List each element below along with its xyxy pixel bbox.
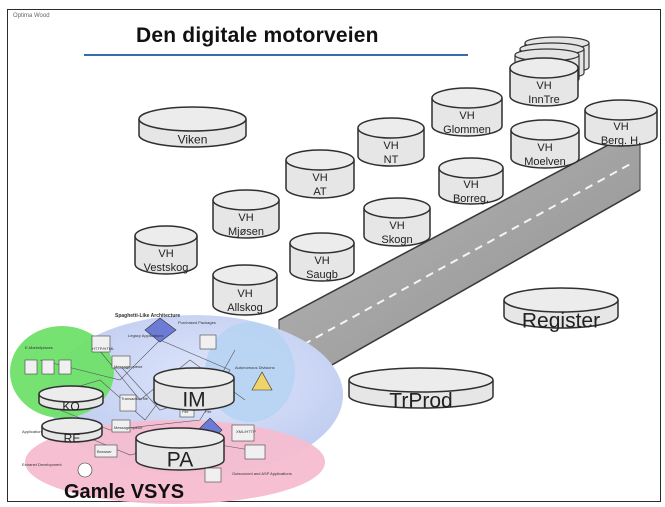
cylinder-vh-allskog: VH Allskog <box>212 264 278 316</box>
cylinder-trprod: TrProd <box>348 367 494 413</box>
cylinder-label: KO <box>62 399 79 413</box>
small-label: Message queue <box>114 425 143 430</box>
cylinder-label: VH <box>613 121 628 133</box>
small-label: E-Marketplaces <box>25 345 53 350</box>
cylinder-label: VH <box>389 220 404 232</box>
cylinder-label: Mjøsen <box>228 226 264 238</box>
cylinder-label: AT <box>313 186 327 198</box>
small-label: HTTP/HTML <box>92 346 115 351</box>
cylinder-register: Register <box>503 287 619 333</box>
small-label: XML/HTTP <box>236 429 256 434</box>
cylinder-label: Glommen <box>443 124 491 136</box>
cylinder-pa: PA <box>135 427 225 472</box>
cylinder-vh-vestskog: VH Vestskog <box>134 225 198 275</box>
cylinder-vh-borreg: VH Borreg. <box>438 157 504 205</box>
cylinder-label: VH <box>537 142 552 154</box>
cylinder-label: TrProd <box>389 390 452 413</box>
cylinder-label: VH <box>459 110 474 122</box>
cylinder-label: Moelven <box>524 156 566 168</box>
cylinder-label: RE <box>64 431 81 445</box>
cylinder-label: VH <box>237 288 252 300</box>
cylinder-label: VH <box>314 255 329 267</box>
corner-label: Optima Wood <box>13 13 50 19</box>
cylinder-vh-at: VH AT <box>285 149 355 199</box>
small-label: Transaction file <box>121 396 149 401</box>
cylinder-vh-skogn: VH Skogn <box>363 197 431 247</box>
cylinder-label: Saugb <box>306 269 338 281</box>
cylinder-label: PA <box>167 449 193 472</box>
cylinder-ko: KO <box>38 385 104 413</box>
cylinder-vh-saugb: VH Saugb <box>289 232 355 282</box>
cylinder-label: NT <box>384 154 399 166</box>
architecture-title: Spaghetti-Like Architecture <box>115 313 180 319</box>
cylinder-label: VH <box>312 172 327 184</box>
title-underline <box>84 54 468 56</box>
cylinder-vh-mjosen: VH Mjøsen <box>212 189 280 239</box>
cylinder-label: Vestskog <box>144 262 189 274</box>
cylinder-label: VH <box>383 140 398 152</box>
small-label: File <box>205 409 212 414</box>
cylinder-re: RE <box>41 417 103 445</box>
cylinder-label: Skogn <box>381 234 412 246</box>
cylinder-label: VH <box>238 212 253 224</box>
cylinder-label: Viken <box>178 132 208 146</box>
cylinder-label: Berg. H. <box>601 135 641 147</box>
small-label: Autonomous Divisions <box>235 365 275 370</box>
small-label: Legacy Applications <box>128 333 163 338</box>
cylinder-im: IM <box>153 367 235 412</box>
small-label: File <box>182 409 189 414</box>
cylinder-vh-moelven: VH Moelven <box>510 119 580 169</box>
cylinder-label: Borreg. <box>453 193 489 205</box>
small-label: Browser <box>97 449 112 454</box>
cylinder-label: Allskog <box>227 302 262 314</box>
small-label: Purchased Packages <box>178 320 216 325</box>
small-label: Extranet Development <box>22 462 62 467</box>
cylinder-layer: VikenVHVestskogVHMjøsenVHAllskogVHATVHSa… <box>38 57 658 472</box>
legacy-label: Gamle VSYS <box>64 481 184 503</box>
cylinder-label: VH <box>463 179 478 191</box>
cylinder-vh-berg: VH Berg. H. <box>584 99 658 147</box>
cylinder-vh-nt: VH NT <box>357 117 425 167</box>
page-title: Den digitale motorveien <box>136 24 379 47</box>
small-label: Outsourced and ASP Applications <box>232 471 292 476</box>
cylinder-label: IM <box>182 389 205 412</box>
cylinder-label: VH <box>158 248 173 260</box>
cylinder-label: InnTre <box>528 94 559 106</box>
cylinder-vh-inntre: VH InnTre <box>509 57 579 107</box>
small-label: Message queue <box>114 364 143 369</box>
cylinder-viken: Viken <box>138 106 247 148</box>
cylinder-vh-glommen: VH Glommen <box>431 87 503 137</box>
cylinder-label: Register <box>522 310 600 333</box>
cylinder-label: VH <box>536 80 551 92</box>
